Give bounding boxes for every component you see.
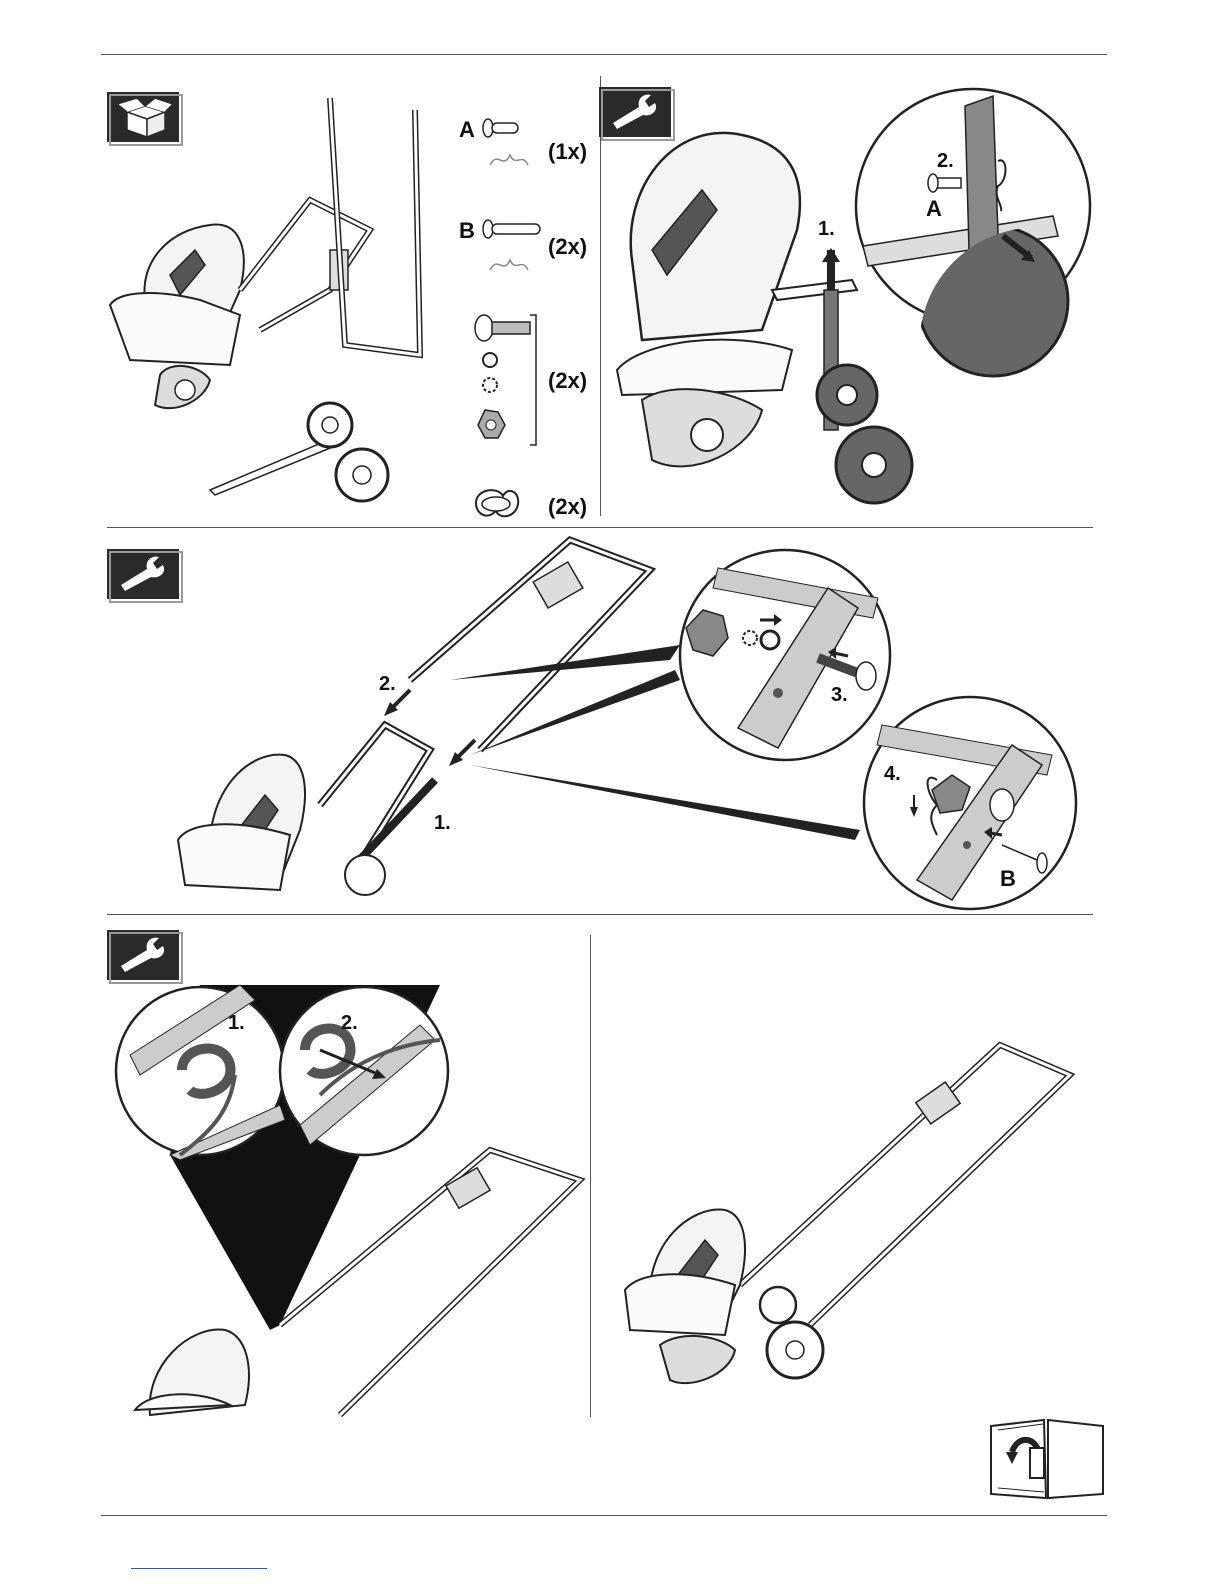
bolt-set-qty: (2x) bbox=[548, 368, 587, 394]
panel4-step-2: 2. bbox=[341, 1012, 358, 1035]
panel3-step-2: 2. bbox=[379, 673, 396, 696]
pin-a-icon bbox=[482, 118, 522, 138]
footer-link-underline[interactable] bbox=[131, 1568, 267, 1569]
unassembled-tiller-illustration bbox=[100, 90, 450, 510]
clip-a-icon bbox=[488, 150, 530, 170]
panel2-step-1: 1. bbox=[818, 218, 835, 241]
manual-book-icon bbox=[988, 1418, 1106, 1500]
panel2-part-a: A bbox=[926, 196, 942, 222]
divider-row1 bbox=[107, 527, 1093, 528]
divider-col-top bbox=[600, 76, 601, 516]
panel3-part-b: B bbox=[1000, 866, 1016, 892]
part-a-qty: (1x) bbox=[548, 139, 587, 165]
part-a-label: A bbox=[459, 117, 475, 143]
cable-clip-qty: (2x) bbox=[548, 494, 587, 520]
part-b-label: B bbox=[459, 218, 475, 244]
wheel-mount-detail-circle bbox=[853, 86, 1093, 326]
pin-detail-circle bbox=[862, 695, 1078, 911]
wrench-icon bbox=[107, 549, 179, 599]
clip-b-icon bbox=[488, 255, 530, 275]
wrench-icon bbox=[107, 930, 179, 980]
divider-row2 bbox=[107, 914, 1093, 915]
assembled-tiller-illustration bbox=[620, 1025, 1070, 1405]
panel3-step-1: 1. bbox=[434, 812, 451, 835]
pin-b-icon bbox=[482, 219, 544, 239]
top-rule bbox=[101, 54, 1107, 55]
divider-col-bottom bbox=[590, 935, 591, 1417]
cable-clip-illustration bbox=[110, 985, 590, 1425]
bottom-rule bbox=[101, 1515, 1107, 1516]
bolt-set-icon bbox=[470, 310, 545, 450]
cable-clip-icon bbox=[468, 484, 523, 522]
panel3-step-3: 3. bbox=[831, 684, 848, 707]
panel4-step-1: 1. bbox=[228, 1012, 245, 1035]
panel3-step-4: 4. bbox=[884, 763, 901, 786]
bolt-detail-circle bbox=[678, 548, 892, 762]
part-b-qty: (2x) bbox=[548, 234, 587, 260]
panel2-step-2: 2. bbox=[937, 150, 954, 173]
